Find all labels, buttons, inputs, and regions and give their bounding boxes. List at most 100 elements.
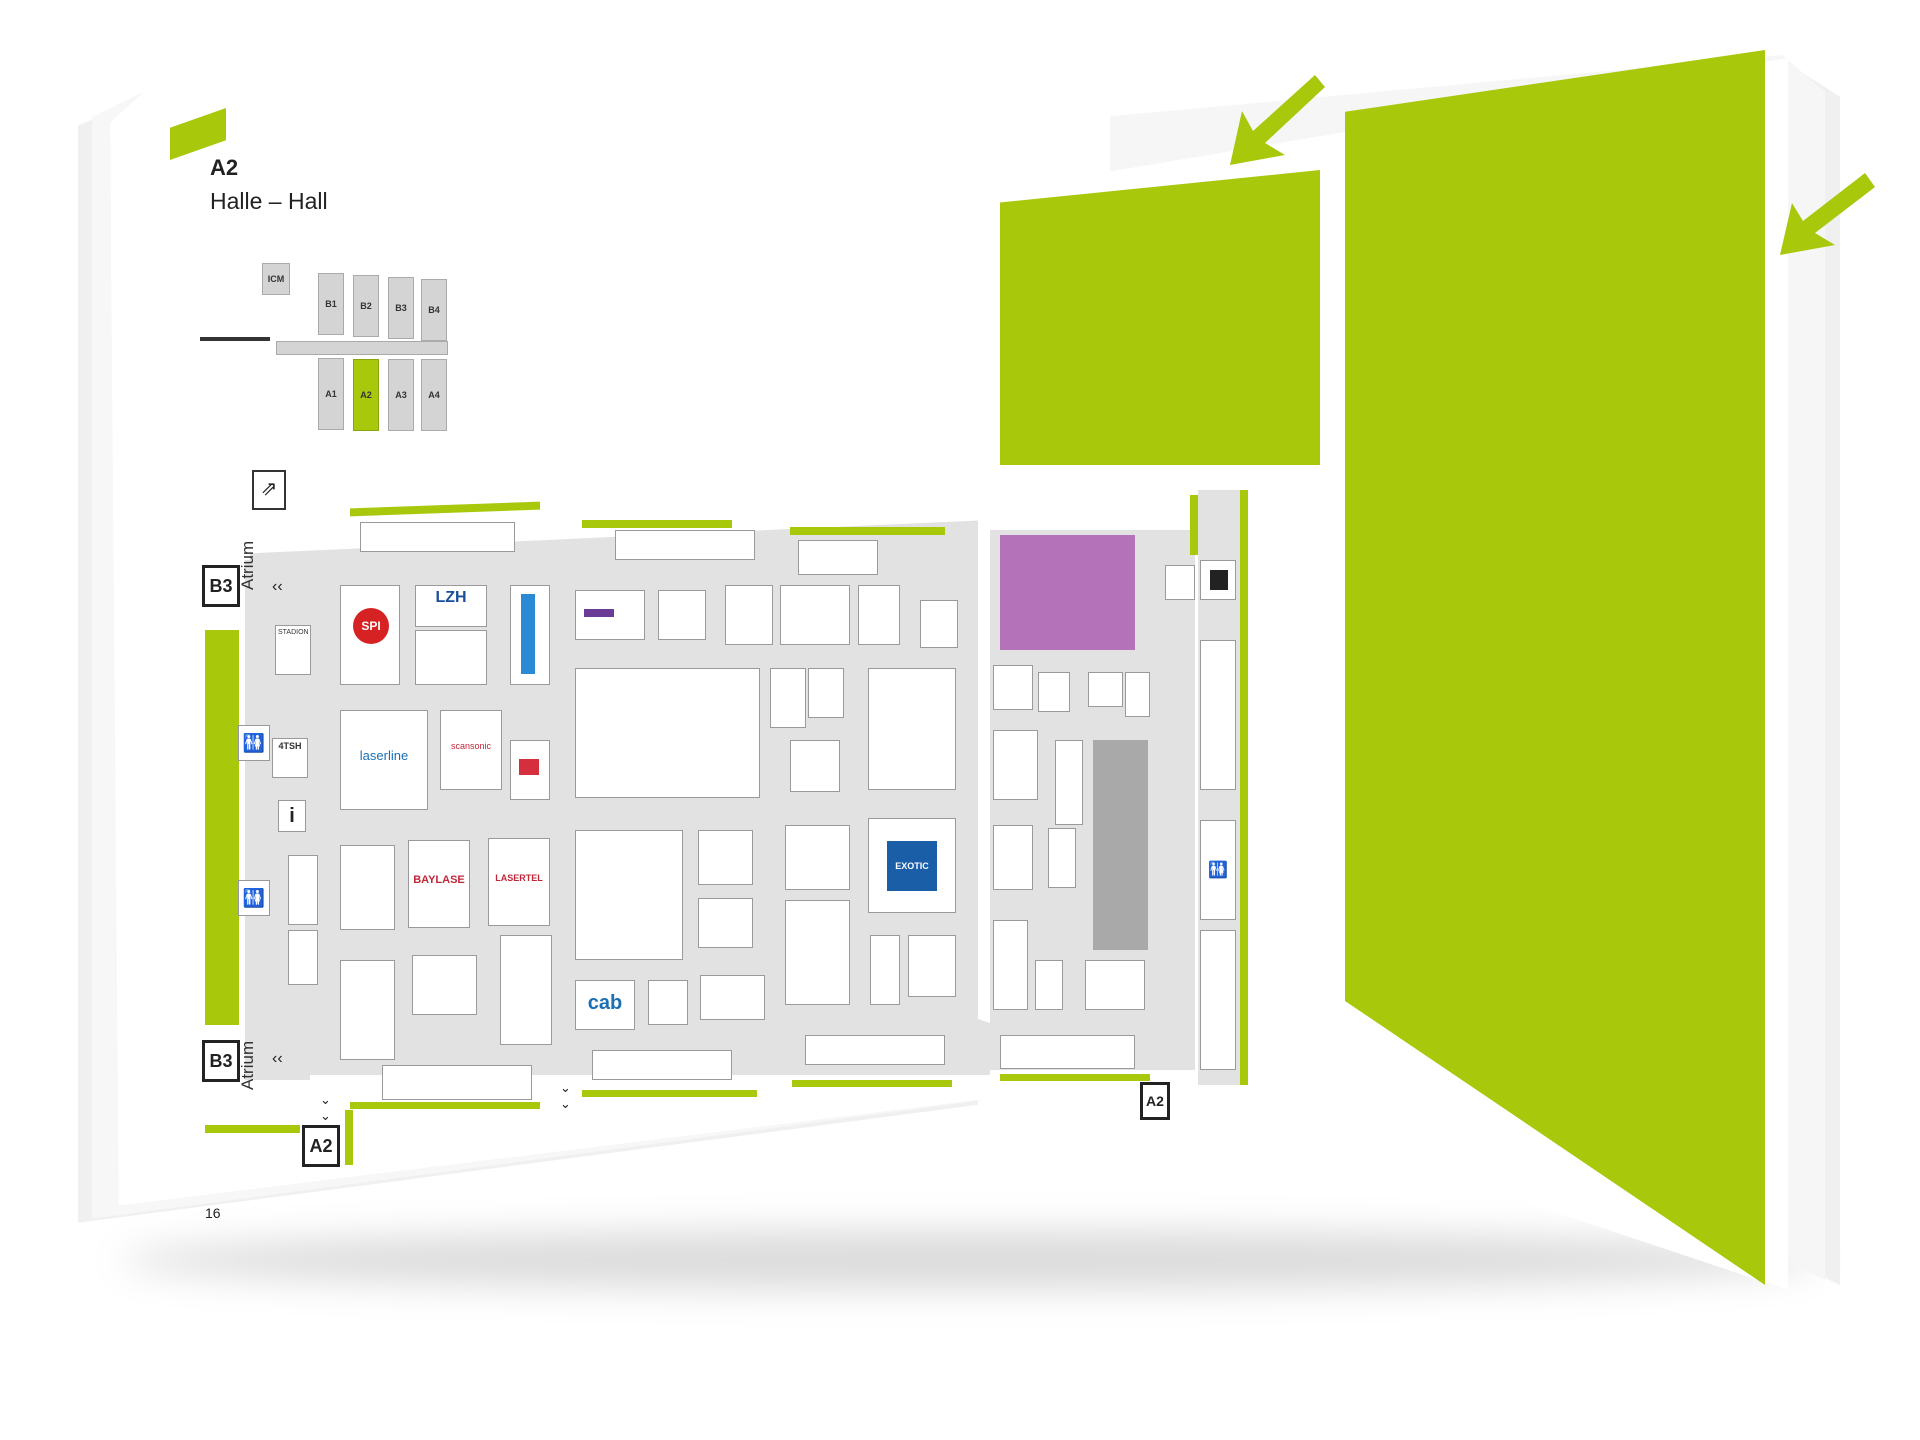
legend-hall-b1: B1 xyxy=(318,273,344,335)
booth-red-small[interactable] xyxy=(510,740,550,800)
booth-right-6[interactable] xyxy=(1055,740,1083,825)
booth-spi[interactable]: SPI xyxy=(340,585,400,685)
atrium-label-top: Atrium xyxy=(238,540,257,590)
booth-right-1[interactable] xyxy=(993,665,1033,710)
info-icon: i xyxy=(278,800,306,832)
right-corridor-room-2[interactable] xyxy=(1200,640,1236,790)
booth-baylase[interactable]: BAYLASE xyxy=(408,840,470,928)
chevron-left-icon: ‹‹ xyxy=(272,1050,283,1067)
booth-laserline[interactable]: laserline xyxy=(340,710,428,810)
top-edge-3 xyxy=(790,527,945,535)
legend-hall-b2: B2 xyxy=(353,275,379,337)
booth-center-10[interactable] xyxy=(698,898,753,948)
legend-hall-b4: B4 xyxy=(421,279,447,341)
legend-entrance-arrow-icon xyxy=(200,337,270,371)
booth-row-bottom[interactable] xyxy=(382,1065,532,1100)
exit-a2-bottom: A2 xyxy=(302,1125,340,1167)
booth-right-11[interactable] xyxy=(1085,960,1145,1010)
hall-title: Halle – Hall xyxy=(210,188,328,214)
booth-4tsh[interactable]: 4TSH xyxy=(272,738,308,778)
book-shadow xyxy=(120,1230,1820,1290)
booth-right-9[interactable] xyxy=(993,920,1028,1010)
right-corridor-room-4[interactable] xyxy=(1200,930,1236,1070)
booth-right-8[interactable] xyxy=(1048,828,1076,888)
booth-center-12[interactable] xyxy=(870,935,900,1005)
booth-small-4[interactable] xyxy=(340,960,395,1060)
booth-top-strip-1[interactable] xyxy=(360,522,515,552)
legend-hall-a2: A2 xyxy=(353,359,379,431)
booth-strip-bottom-1[interactable] xyxy=(592,1050,732,1080)
exit-b3-bottom: B3 xyxy=(202,1040,240,1082)
chevron-down-icon: ⌄⌄ xyxy=(320,1092,331,1123)
booth-large-3[interactable] xyxy=(575,830,683,960)
booth-center-14[interactable] xyxy=(648,980,688,1025)
booth-top-strip-2[interactable] xyxy=(615,530,755,560)
booth-right-4[interactable] xyxy=(1125,672,1150,717)
page-number: 16 xyxy=(205,1205,221,1221)
grey-booth[interactable] xyxy=(1093,740,1148,950)
legend-side-block: ICM xyxy=(262,263,290,295)
booth-stadion[interactable]: STADION xyxy=(275,625,311,675)
booth-cab[interactable]: cab xyxy=(575,980,635,1030)
blue-banner-icon xyxy=(521,594,535,674)
booth-small-2[interactable] xyxy=(288,855,318,925)
booth-center-15[interactable] xyxy=(700,975,765,1020)
booth-center-7[interactable] xyxy=(808,668,844,718)
booth-right-2[interactable] xyxy=(1038,672,1070,712)
arrow-down-left-icon xyxy=(1770,165,1880,265)
ad-block-small xyxy=(1000,170,1320,465)
booth-center-5[interactable] xyxy=(920,600,958,648)
booth-exotic[interactable]: EXOTIC xyxy=(868,818,956,913)
booth-center-11[interactable] xyxy=(785,825,850,890)
legend-map: ICM B1 B2 B3 B4 A1 A2 A3 A4 xyxy=(200,255,450,435)
purple-logo-icon xyxy=(584,609,614,617)
booth-top-strip-3[interactable] xyxy=(798,540,878,575)
bottom-left-return xyxy=(205,1125,300,1133)
right-corridor-outer xyxy=(1240,490,1248,1085)
magenta-booth[interactable] xyxy=(1000,535,1135,650)
booth-large-4[interactable] xyxy=(785,900,850,1005)
legend-connector xyxy=(276,341,448,355)
booth-right-5[interactable] xyxy=(993,730,1038,800)
booth-small-3[interactable] xyxy=(288,930,318,985)
booth-right-3[interactable] xyxy=(1088,672,1123,707)
booth-right-strip[interactable] xyxy=(1000,1035,1135,1069)
booth-small-1[interactable] xyxy=(340,845,395,930)
booth-center-9[interactable] xyxy=(698,830,753,885)
bottom-edge-2 xyxy=(582,1090,757,1097)
toilet-icon: 🚻 xyxy=(238,880,270,916)
top-edge-2 xyxy=(582,520,732,528)
booth-lzh-sub[interactable] xyxy=(415,630,487,685)
booth-right-top[interactable] xyxy=(1165,565,1195,600)
atrium-label-bottom: Atrium xyxy=(238,1040,257,1090)
booth-right-10[interactable] xyxy=(1035,960,1063,1010)
legend-hall-a3: A3 xyxy=(388,359,414,431)
booth-lzh[interactable]: LZH xyxy=(415,585,487,627)
bottom-edge-3 xyxy=(792,1080,952,1087)
escalator-icon: ⇗ xyxy=(252,470,286,510)
bottom-left-stub xyxy=(345,1110,353,1165)
booth-center-3[interactable] xyxy=(780,585,850,645)
elevator-icon xyxy=(1210,570,1228,590)
booth-center-2[interactable] xyxy=(725,585,773,645)
right-corridor-room-3[interactable] xyxy=(1200,820,1236,920)
booth-large-2[interactable] xyxy=(868,668,956,790)
bottom-edge-1 xyxy=(350,1102,540,1109)
booth-purple-logo[interactable] xyxy=(575,590,645,640)
booth-small-5[interactable] xyxy=(412,955,477,1015)
booth-lasertel[interactable]: LASERTEL xyxy=(488,838,550,926)
booth-scansonic[interactable]: scansonic xyxy=(440,710,502,790)
booth-large-1[interactable] xyxy=(575,668,760,798)
booth-center-4[interactable] xyxy=(858,585,900,645)
booth-center-13[interactable] xyxy=(908,935,956,997)
booth-right-7[interactable] xyxy=(993,825,1033,890)
booth-blue-vertical[interactable] xyxy=(510,585,550,685)
booth-center-1[interactable] xyxy=(658,590,706,640)
spi-logo-icon: SPI xyxy=(353,608,389,644)
exotic-logo-icon: EXOTIC xyxy=(887,841,937,891)
booth-center-6[interactable] xyxy=(770,668,806,728)
booth-center-8[interactable] xyxy=(790,740,840,792)
toilet-icon: 🚻 xyxy=(238,725,270,761)
booth-small-6[interactable] xyxy=(500,935,552,1045)
booth-strip-bottom-2[interactable] xyxy=(805,1035,945,1065)
